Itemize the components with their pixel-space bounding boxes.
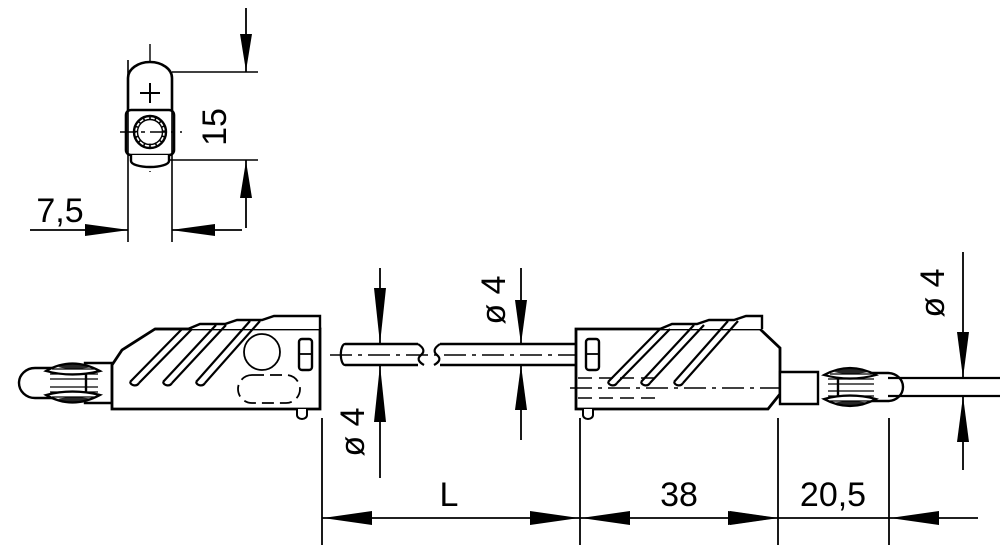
dimension-diameter-left bbox=[374, 268, 386, 478]
dim75-arrow-left bbox=[85, 224, 129, 236]
dim75-arrow-right bbox=[171, 224, 215, 236]
dim-label-diameter-mid: ø 4 bbox=[475, 275, 513, 324]
dim-label-diameter-right: ø 4 bbox=[914, 268, 952, 317]
right-plug-shade-bottom bbox=[834, 401, 868, 407]
banana-plug-left bbox=[17, 361, 114, 405]
chain-arrow-205-left bbox=[730, 511, 779, 525]
tail-wire-right bbox=[888, 376, 1000, 398]
dim-label-15: 15 bbox=[196, 108, 234, 146]
dimension-15 bbox=[170, 8, 258, 228]
cable-assembly-side-view bbox=[17, 314, 1000, 420]
dim-label-diameter-left: ø 4 bbox=[334, 407, 372, 456]
left-body-hidden-slot bbox=[237, 374, 301, 404]
dimension-diameter-mid bbox=[515, 268, 527, 440]
connector-end-view bbox=[120, 44, 182, 172]
right-body-hidden-lines bbox=[578, 377, 660, 399]
chain-arrow-205-right bbox=[890, 511, 939, 525]
right-plug-shank bbox=[778, 370, 820, 406]
left-plug-hatching bbox=[50, 368, 98, 398]
dia-mid-arrow-bottom bbox=[515, 365, 527, 410]
chain-arrow-38-left bbox=[581, 511, 630, 525]
banana-plug-right bbox=[778, 366, 905, 408]
dim-label-38: 38 bbox=[660, 476, 698, 514]
dia-right-arrow-bottom bbox=[957, 396, 969, 442]
dia-mid-arrow-top bbox=[515, 300, 527, 344]
right-plug-shade-top bbox=[834, 368, 868, 374]
right-body-nub bbox=[582, 409, 594, 420]
end-view-clip bbox=[129, 155, 171, 169]
connector-body-right bbox=[570, 314, 790, 420]
dimension-7-5 bbox=[30, 60, 242, 242]
left-body-top-step bbox=[155, 314, 322, 331]
right-plug-nose bbox=[836, 371, 905, 403]
dim-label-7-5: 7,5 bbox=[36, 192, 83, 230]
dim15-arrow-bottom bbox=[240, 161, 252, 198]
left-body-nub bbox=[296, 409, 308, 420]
dia-right-arrow-top bbox=[957, 332, 969, 378]
chain-arrow-L-right bbox=[530, 511, 579, 525]
end-view-plus-mark bbox=[140, 83, 160, 103]
dim-label-20-5: 20,5 bbox=[800, 476, 866, 514]
right-plug-hatching bbox=[828, 373, 874, 402]
connector-body-left bbox=[110, 314, 322, 420]
left-plug-shade-bottom bbox=[58, 397, 92, 403]
right-body-ribs bbox=[606, 320, 739, 387]
left-plug-shade-top bbox=[58, 363, 92, 369]
dia-left-arrow-bottom bbox=[374, 365, 386, 422]
bottom-dimension-chain bbox=[321, 418, 978, 545]
cable-run-right bbox=[440, 342, 576, 367]
chain-arrow-L-left bbox=[323, 511, 372, 525]
left-body-ribs bbox=[128, 320, 261, 387]
left-body-circle-recess bbox=[243, 333, 281, 371]
dim15-arrow-top bbox=[240, 34, 252, 71]
dia-left-arrow-top bbox=[374, 288, 386, 344]
right-body-top-step bbox=[659, 314, 764, 331]
dim-label-L: L bbox=[440, 476, 459, 514]
dimension-diameter-right bbox=[957, 252, 969, 470]
